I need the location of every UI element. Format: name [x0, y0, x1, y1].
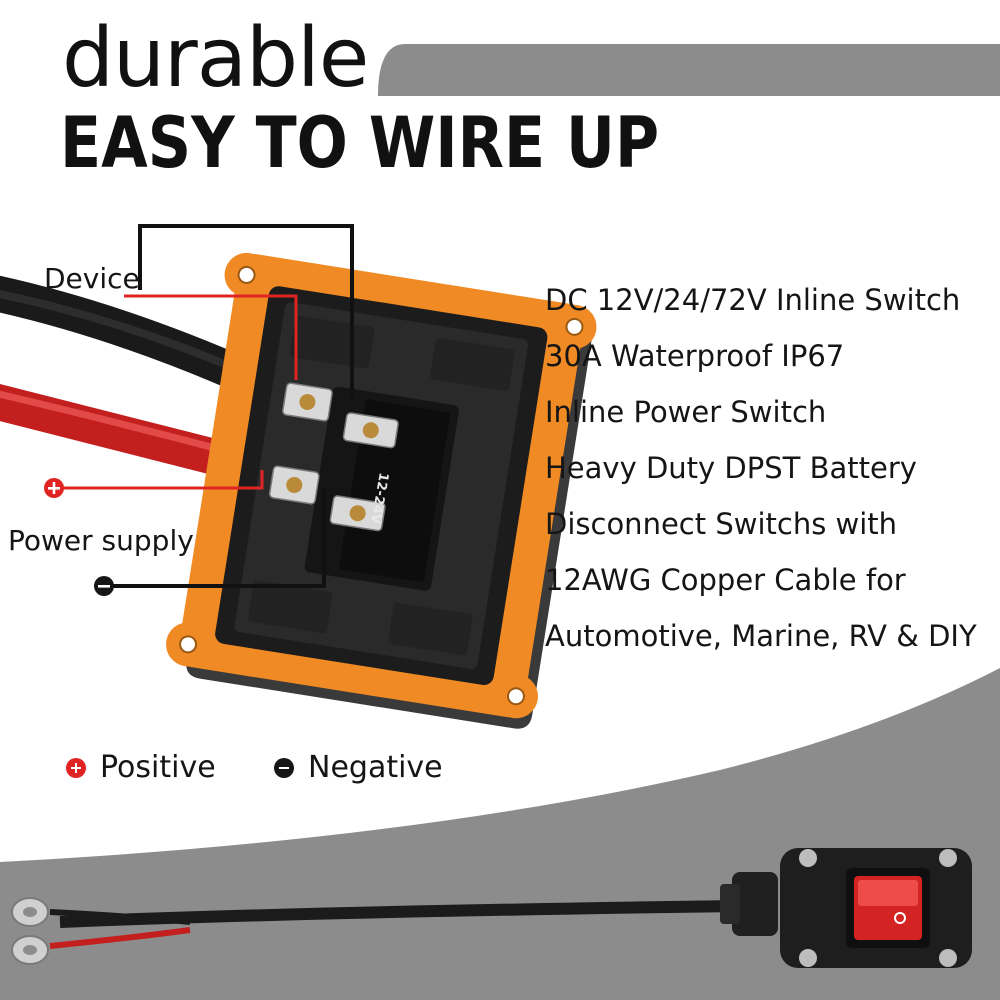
description-line: Automotive, Marine, RV & DIY [545, 619, 977, 653]
description-line: Inline Power Switch [545, 395, 827, 429]
legend-negative-label: Negative [308, 750, 443, 785]
minus-circle-icon [274, 757, 294, 778]
top-gray-bar [378, 44, 1000, 96]
switch-housing [166, 252, 597, 729]
product-description: DC 12V/24/72V Inline Switch 30A Waterpro… [545, 272, 985, 664]
minus-circle-icon [94, 576, 114, 596]
legend-positive-label: Positive [100, 750, 216, 785]
description-line: DC 12V/24/72V Inline Switch [545, 283, 961, 317]
rocker-switch-icon [720, 848, 972, 968]
product-cable [49, 900, 741, 949]
plus-circle-icon [44, 478, 64, 498]
headline-tagline: EASY TO WIRE UP [60, 102, 660, 184]
description-line: Disconnect Switchs with [545, 507, 898, 541]
device-label: Device [44, 262, 140, 295]
legend-positive: Positive [66, 750, 216, 785]
ring-terminal-icon [11, 897, 49, 965]
description-line: Heavy Duty DPST Battery [545, 451, 917, 485]
legend-negative: Negative [274, 750, 443, 785]
headline-word: durable [62, 11, 369, 106]
plus-circle-icon [66, 757, 86, 778]
leader-lines [56, 224, 354, 588]
description-line: 30A Waterproof IP67 [545, 339, 845, 373]
description-line: 12AWG Copper Cable for [545, 563, 906, 597]
power-supply-label: Power supply [8, 524, 194, 557]
